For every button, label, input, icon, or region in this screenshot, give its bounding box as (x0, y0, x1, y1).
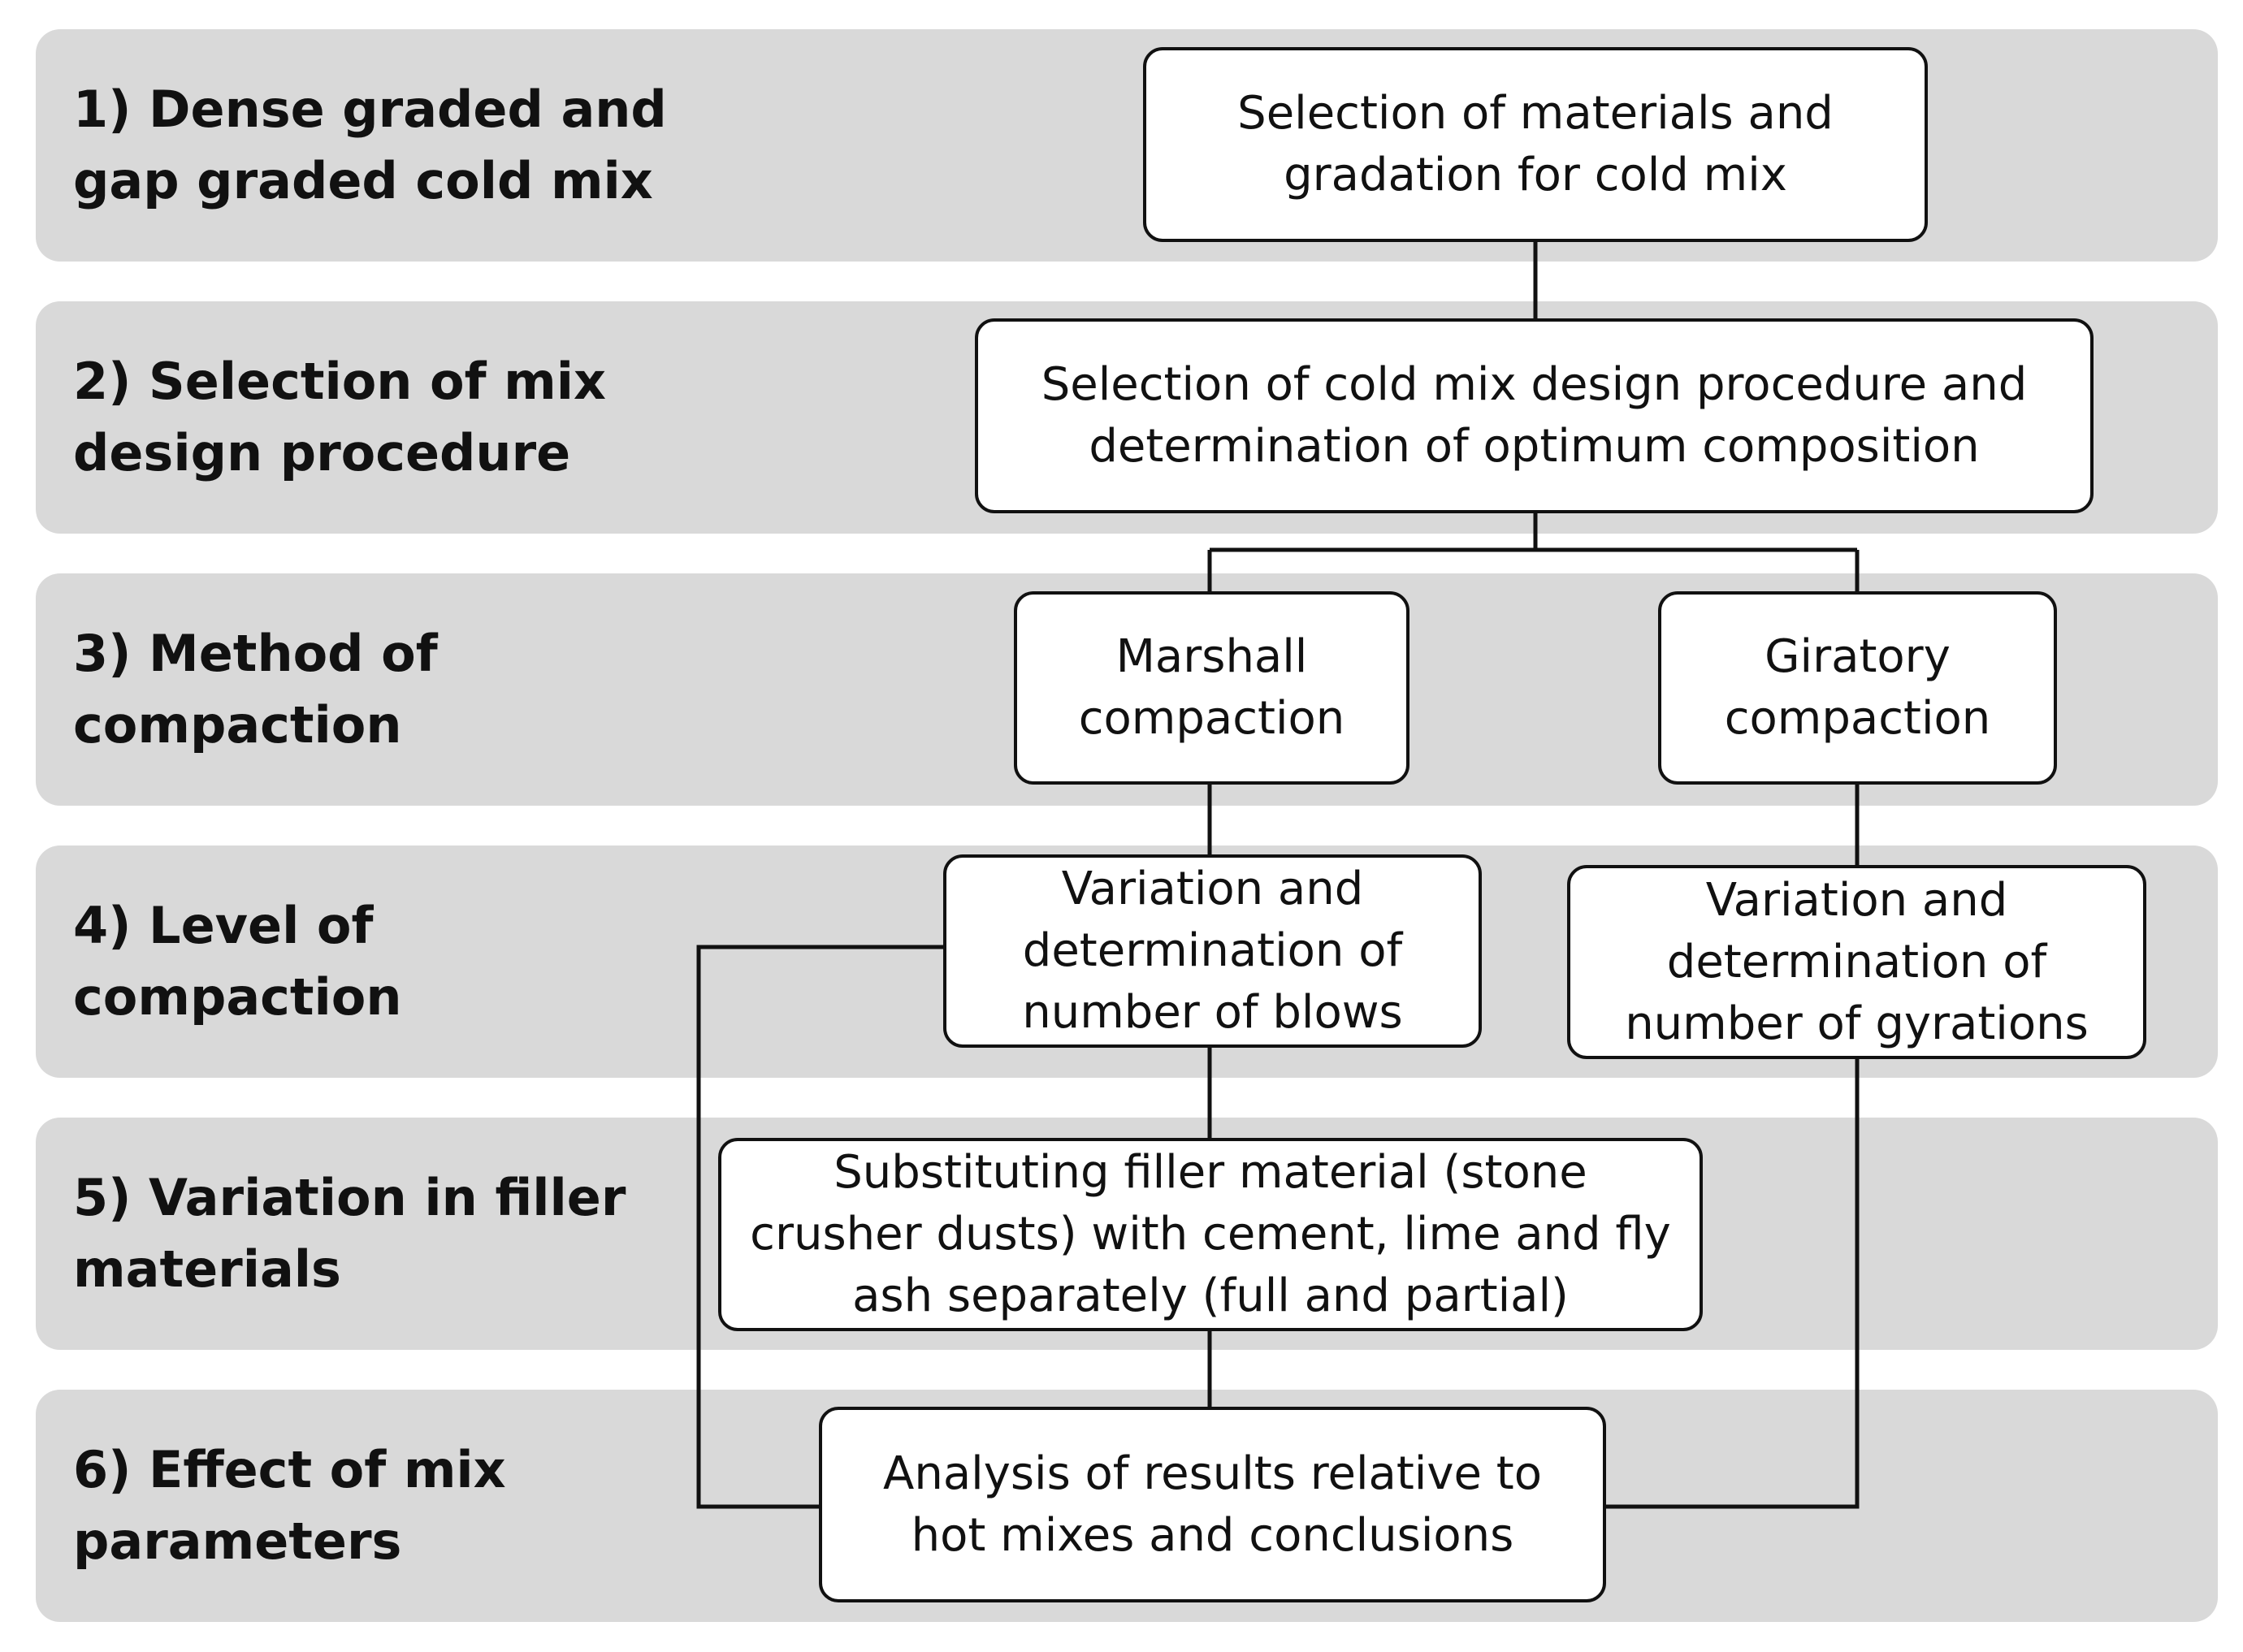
node-number-of-gyrations: Variation and determination of number of… (1567, 865, 2146, 1059)
node-marshall-compaction: Marshall compaction (1014, 591, 1409, 785)
connector-gyrations-to-analysis (1604, 1057, 1860, 1509)
stage-label-3: 3) Method of compaction (73, 624, 438, 755)
stage-label-6: 6) Effect of mix parameters (73, 1440, 506, 1571)
node-design-procedure: Selection of cold mix design procedure a… (975, 318, 2094, 513)
connector-blows-bypass-to-analysis (696, 945, 943, 1509)
stage-label-5: 5) Variation in filler materials (73, 1168, 626, 1299)
stage-label-4: 4) Level of compaction (73, 896, 402, 1027)
node-analysis-conclusions: Analysis of results relative to hot mixe… (819, 1407, 1606, 1602)
stage-label-1: 1) Dense graded and gap graded cold mix (73, 80, 667, 210)
node-materials-selection: Selection of materials and gradation for… (1143, 47, 1928, 242)
node-giratory-compaction: Giratory compaction (1658, 591, 2057, 785)
node-filler-substitution: Substituting filler material (stone crus… (718, 1138, 1703, 1331)
connector-design-to-split (1210, 512, 1857, 552)
stage-label-2: 2) Selection of mix design procedure (73, 352, 607, 482)
node-number-of-blows: Variation and determination of number of… (943, 854, 1482, 1048)
